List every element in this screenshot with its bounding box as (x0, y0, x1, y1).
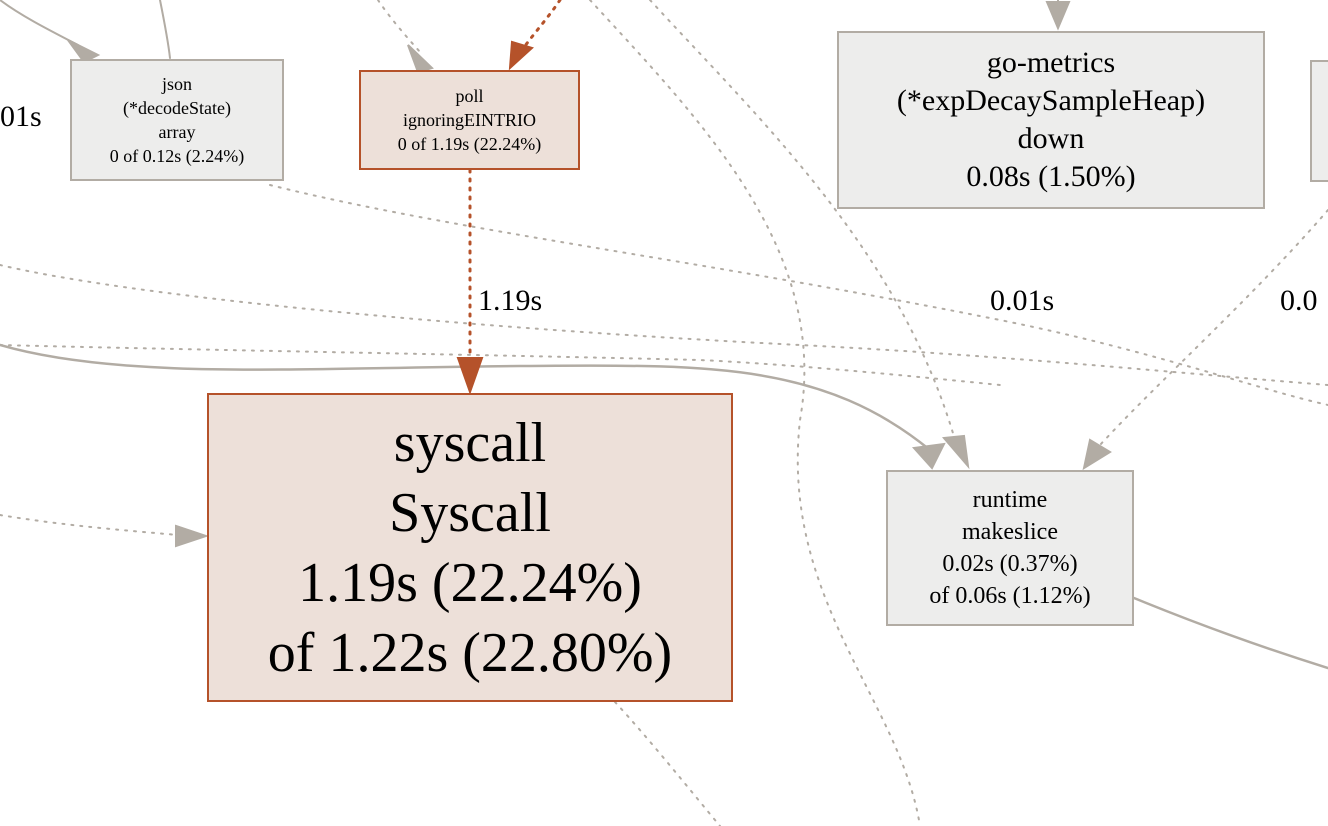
edge-label-mid: 0.01s (990, 284, 1055, 317)
node-flat: 1.19s (22.24%) (298, 551, 642, 614)
node-syscall-syscall[interactable]: syscall Syscall 1.19s (22.24%) of 1.22s … (207, 393, 733, 702)
node-method: array (158, 122, 196, 142)
edge-into-poll-gray[interactable] (377, 0, 421, 53)
edge-label-poll-to-syscall: 1.19s (478, 284, 543, 317)
arrowhead-into-gometrics (1045, 1, 1071, 31)
node-poll-ignoringeintrio[interactable]: poll ignoringEINTRIO 0 of 1.19s (22.24%) (359, 70, 580, 170)
edge-dotted-json-right[interactable] (269, 184, 1328, 406)
edge-dotted-into-makeslice-a[interactable] (649, 0, 956, 441)
node-method: down (1017, 122, 1085, 155)
node-package: runtime (972, 487, 1048, 513)
node-package: poll (455, 86, 484, 106)
edge-label-left-partial: 01s (0, 100, 42, 133)
arrowhead-into-poll-gray (407, 44, 434, 74)
arrowhead-into-makeslice-a (911, 442, 946, 470)
node-function: Syscall (389, 481, 551, 544)
node-cumulative: of 0.06s (1.12%) (929, 583, 1091, 609)
node-function: ignoringEINTRIO (403, 110, 536, 130)
node-flat: 0.08s (1.50%) (966, 160, 1136, 193)
edge-into-poll-hot[interactable] (520, 0, 562, 52)
arrowhead-into-makeslice-c (1082, 438, 1112, 471)
edge-dotted-into-makeslice-b[interactable] (1099, 209, 1328, 446)
edge-dotted-syscall-bottom[interactable] (614, 701, 721, 826)
node-flat: 0.02s (0.37%) (942, 551, 1078, 577)
edge-dotted-into-syscall[interactable] (0, 514, 179, 536)
arrowhead-into-makeslice-b (941, 434, 970, 470)
arrowhead-into-json (67, 39, 101, 64)
arrowhead-into-syscall (456, 357, 484, 396)
node-cumulative: 0 of 1.19s (22.24%) (397, 134, 542, 154)
edge-dotted-left-mid[interactable] (0, 344, 1001, 386)
node-partial-right[interactable] (1310, 60, 1328, 182)
node-cumulative: of 1.22s (22.80%) (267, 621, 673, 684)
edge-into-json-right[interactable] (159, 0, 171, 59)
node-package: syscall (393, 411, 547, 474)
node-package: go-metrics (986, 46, 1116, 79)
node-gometrics-down[interactable]: go-metrics (*expDecaySampleHeap) down 0.… (837, 31, 1265, 209)
arrowhead-into-syscall-left (175, 524, 210, 548)
node-function: (*expDecaySampleHeap) (896, 84, 1206, 117)
edge-solid-to-makeslice[interactable] (0, 343, 932, 452)
arrowhead-into-poll-hot (508, 40, 534, 71)
edge-dotted-center-vertical[interactable] (589, 0, 921, 826)
node-json-decodestate-array[interactable]: json (*decodeState) array 0 of 0.12s (2.… (70, 59, 284, 181)
node-function: (*decodeState) (123, 98, 231, 118)
edge-makeslice-out[interactable] (1132, 596, 1328, 670)
edge-dotted-left-upper[interactable] (0, 264, 1328, 386)
node-cumulative: 0 of 0.12s (2.24%) (109, 146, 245, 166)
node-runtime-makeslice[interactable]: runtime makeslice 0.02s (0.37%) of 0.06s… (886, 470, 1134, 626)
node-function: makeslice (962, 519, 1058, 545)
edge-label-right-partial: 0.0 (1280, 284, 1318, 317)
node-package: json (161, 74, 192, 94)
edge-into-json-left[interactable] (0, 0, 79, 46)
